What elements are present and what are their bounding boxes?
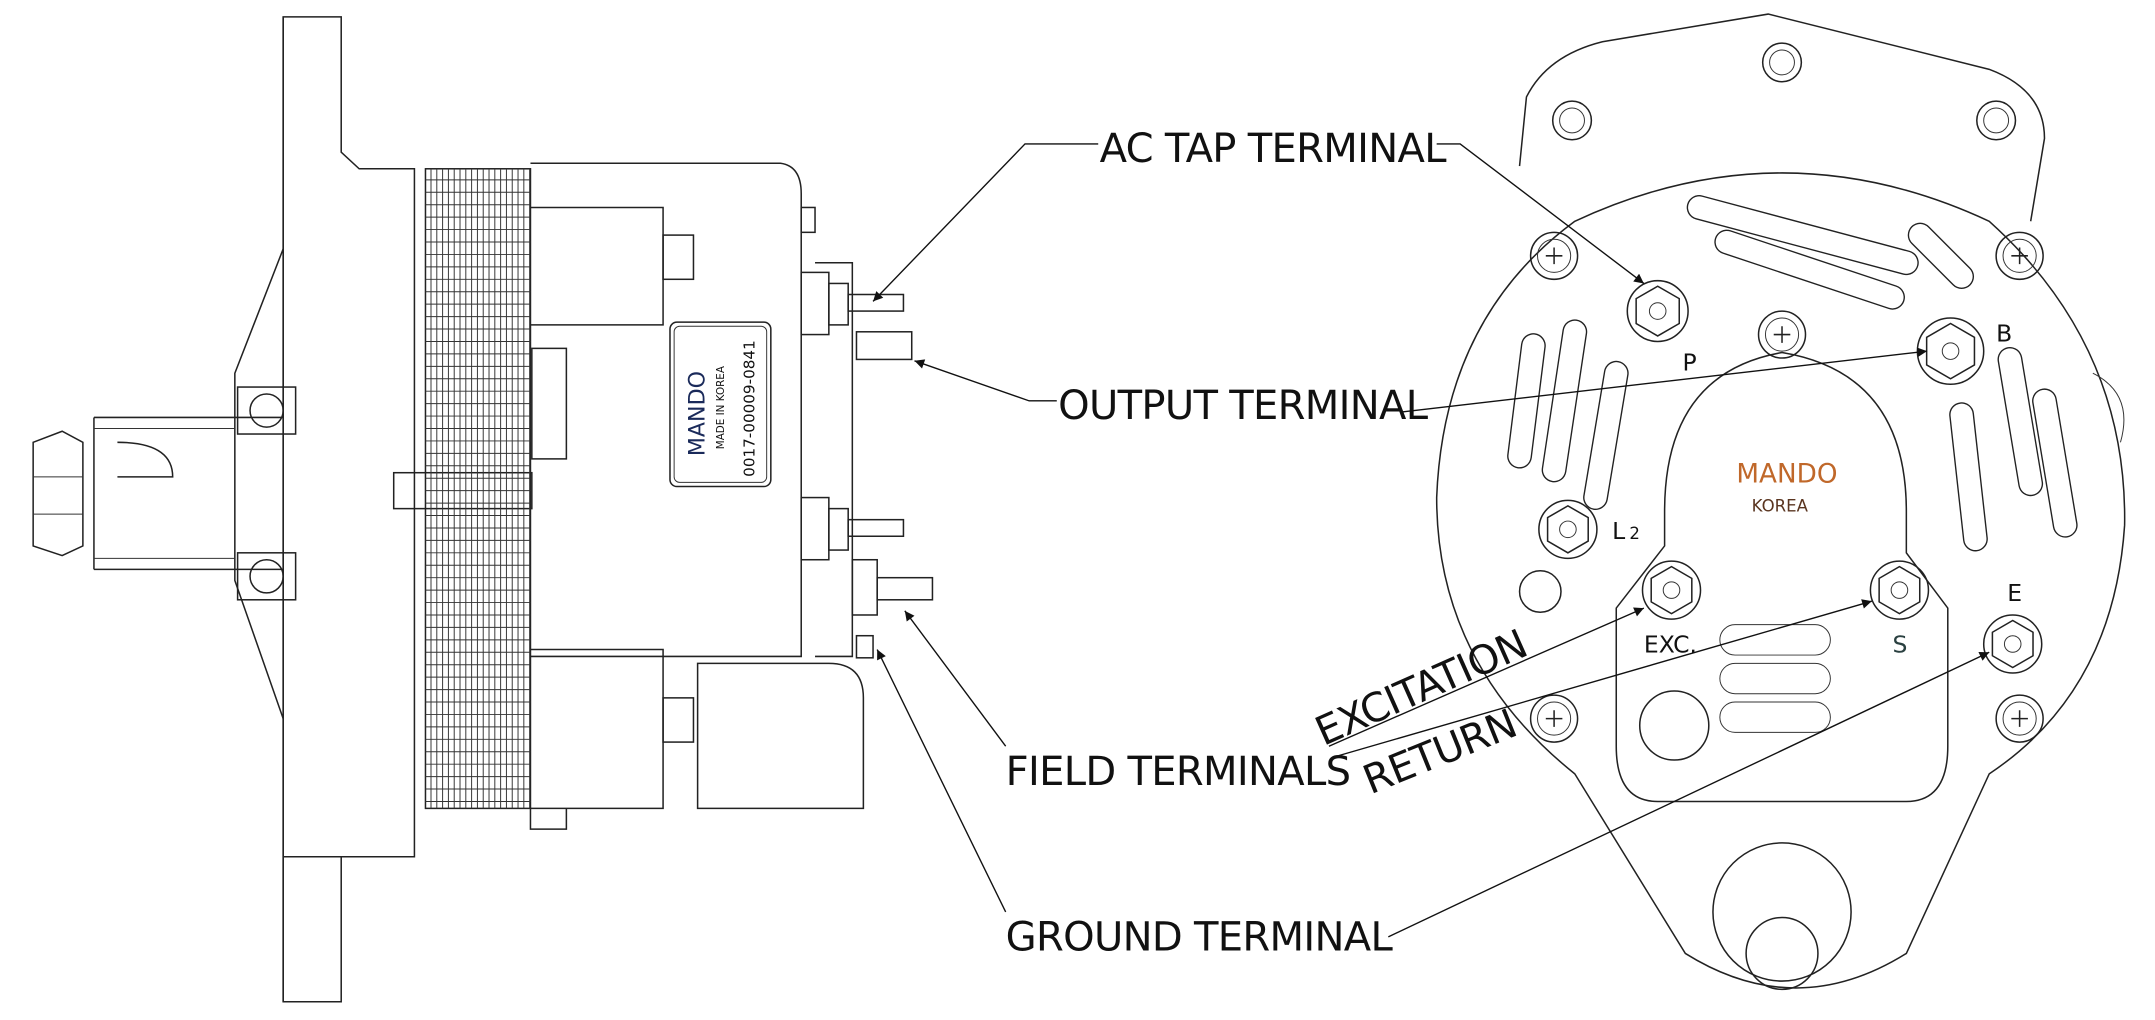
nameplate-brand: MANDO — [685, 371, 711, 456]
slot-fill — [2033, 389, 2077, 537]
screw-cross — [2011, 247, 2028, 265]
nameplate — [669, 321, 772, 488]
slot-fill — [1688, 196, 1918, 274]
screw-cross — [1773, 326, 1791, 343]
terminal-washer — [1641, 560, 1702, 620]
ground-terminal-label: GROUND TERMINAL — [1006, 915, 1394, 961]
terminal-label-p: P — [1683, 348, 1697, 376]
terminal-stud — [1648, 302, 1667, 320]
output-terminal-label: OUTPUT TERMINAL — [1058, 383, 1429, 429]
ac-tap-terminal-label: AC TAP TERMINAL — [1100, 126, 1448, 172]
hex-nut-icon — [1650, 565, 1693, 615]
slot-fill — [1715, 230, 1904, 309]
terminal-washer — [1538, 499, 1598, 560]
terminal-label-e: E — [2007, 579, 2022, 607]
terminal-stud — [1559, 520, 1577, 539]
screw-head — [2002, 238, 2037, 273]
screw-cross — [1545, 710, 1563, 727]
cooling-slots — [1507, 195, 2078, 552]
terminal-washer — [1626, 279, 1689, 343]
screw-icon — [1757, 310, 1807, 359]
slot-fill — [1543, 320, 1586, 481]
screw-head — [1537, 701, 1572, 736]
screw-head — [1537, 238, 1572, 273]
slot-fill — [1950, 403, 1987, 551]
slot-fill — [1508, 334, 1545, 468]
rear-brand: MANDO — [1736, 459, 1837, 489]
screw-icon — [1995, 231, 2044, 281]
terminal-label-exc: EXC. — [1644, 630, 1697, 658]
terminal-stud — [1941, 342, 1960, 360]
hex-nut-icon — [1635, 285, 1681, 337]
screw-cross — [1545, 247, 1563, 265]
field-terminals-label: FIELD TERMINALS — [1006, 749, 1351, 795]
terminal-stud — [1662, 581, 1681, 599]
screw-icon — [1529, 231, 1579, 281]
screw-icon — [1995, 694, 2044, 743]
terminal-label-s: S — [1893, 630, 1908, 658]
screw-head — [1764, 317, 1800, 352]
terminal-stud — [2003, 635, 2022, 653]
terminal-label-b: B — [1996, 319, 2012, 347]
mounting-screws — [1529, 231, 2044, 743]
screw-icon — [1529, 694, 1579, 743]
screw-cross — [2011, 710, 2028, 727]
terminal-washer — [1982, 614, 2043, 674]
terminal-nuts — [1538, 279, 2043, 674]
slot-fill — [1998, 348, 2042, 495]
terminal-washer — [1869, 560, 1930, 620]
stator-laminations — [425, 168, 531, 809]
rear-country: KOREA — [1752, 496, 1809, 515]
hex-nut-icon — [1925, 322, 1976, 380]
side-view: MANDO MADE IN KOREA 0017-00009-0841 — [32, 16, 934, 1003]
slot-fill — [1584, 362, 1628, 509]
nameplate-part-number: 0017-00009-0841 — [740, 340, 758, 477]
hex-nut-icon — [1546, 504, 1589, 554]
terminal-stud — [1890, 581, 1909, 599]
screw-head — [2002, 701, 2037, 736]
hex-nut-icon — [1991, 619, 2034, 669]
slot-fill — [1909, 224, 1973, 288]
hex-nut-icon — [1878, 565, 1921, 615]
nameplate-origin: MADE IN KOREA — [715, 366, 727, 449]
